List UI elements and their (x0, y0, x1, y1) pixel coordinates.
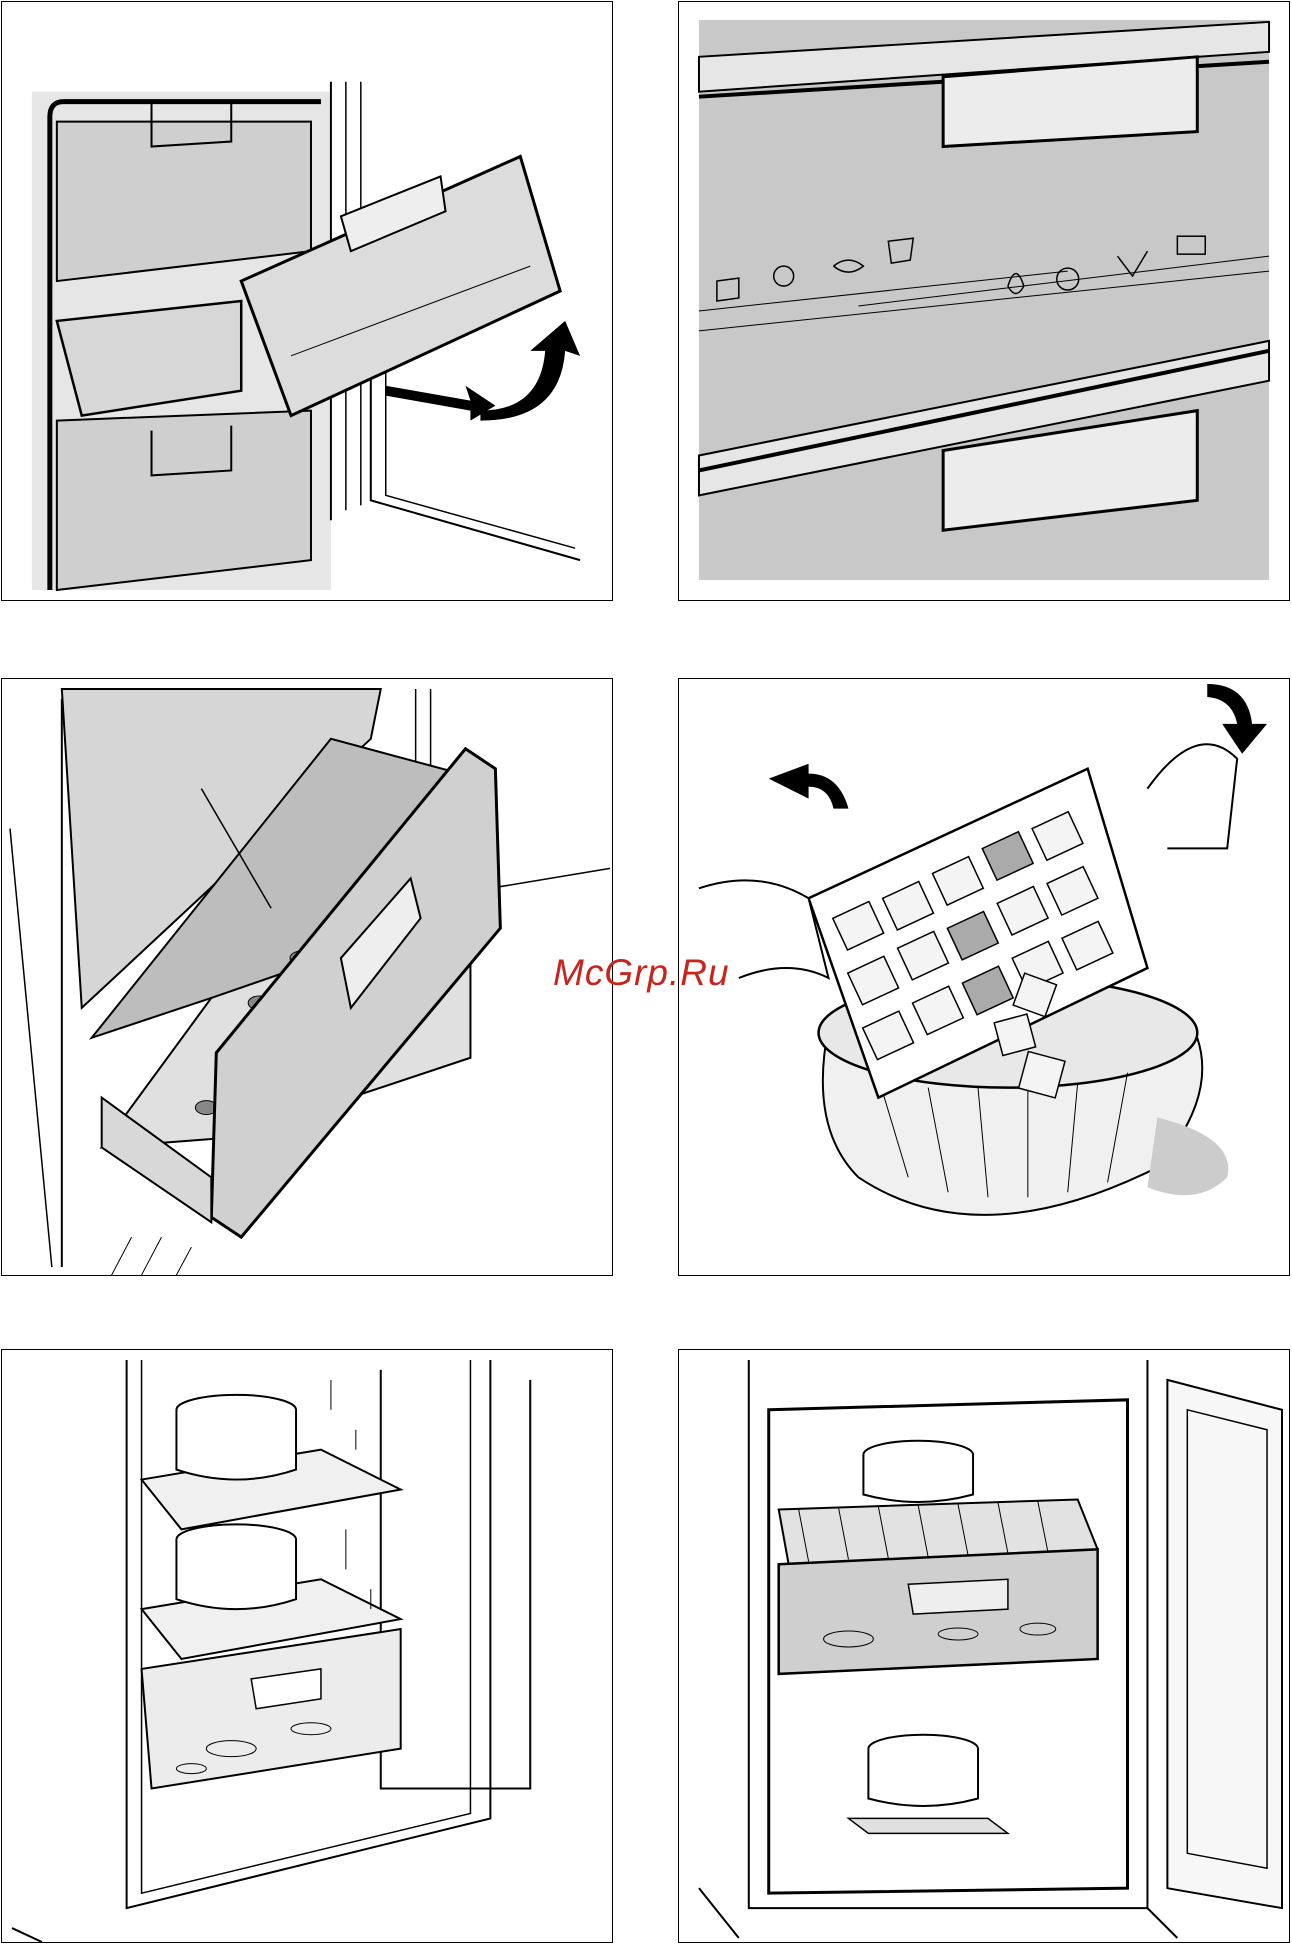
illustration-defrost-freezer (678, 1349, 1290, 1943)
illustration-defrost-pots (1, 1349, 613, 1943)
illustration-drawer-symbols (678, 1, 1290, 601)
drawer-removal-drawing (2, 2, 612, 600)
drawer-cold-packs-drawing (2, 679, 612, 1275)
drawer-symbols-drawing (679, 2, 1289, 600)
illustration-drawer-cold-packs (1, 678, 613, 1276)
defrost-pots-drawing (2, 1350, 612, 1942)
defrost-freezer-drawing (679, 1350, 1289, 1942)
watermark-text: McGrp.Ru (553, 952, 730, 994)
illustration-drawer-removal (1, 1, 613, 601)
ice-cube-tray-drawing (679, 679, 1289, 1275)
illustration-ice-cube-tray (678, 678, 1290, 1276)
